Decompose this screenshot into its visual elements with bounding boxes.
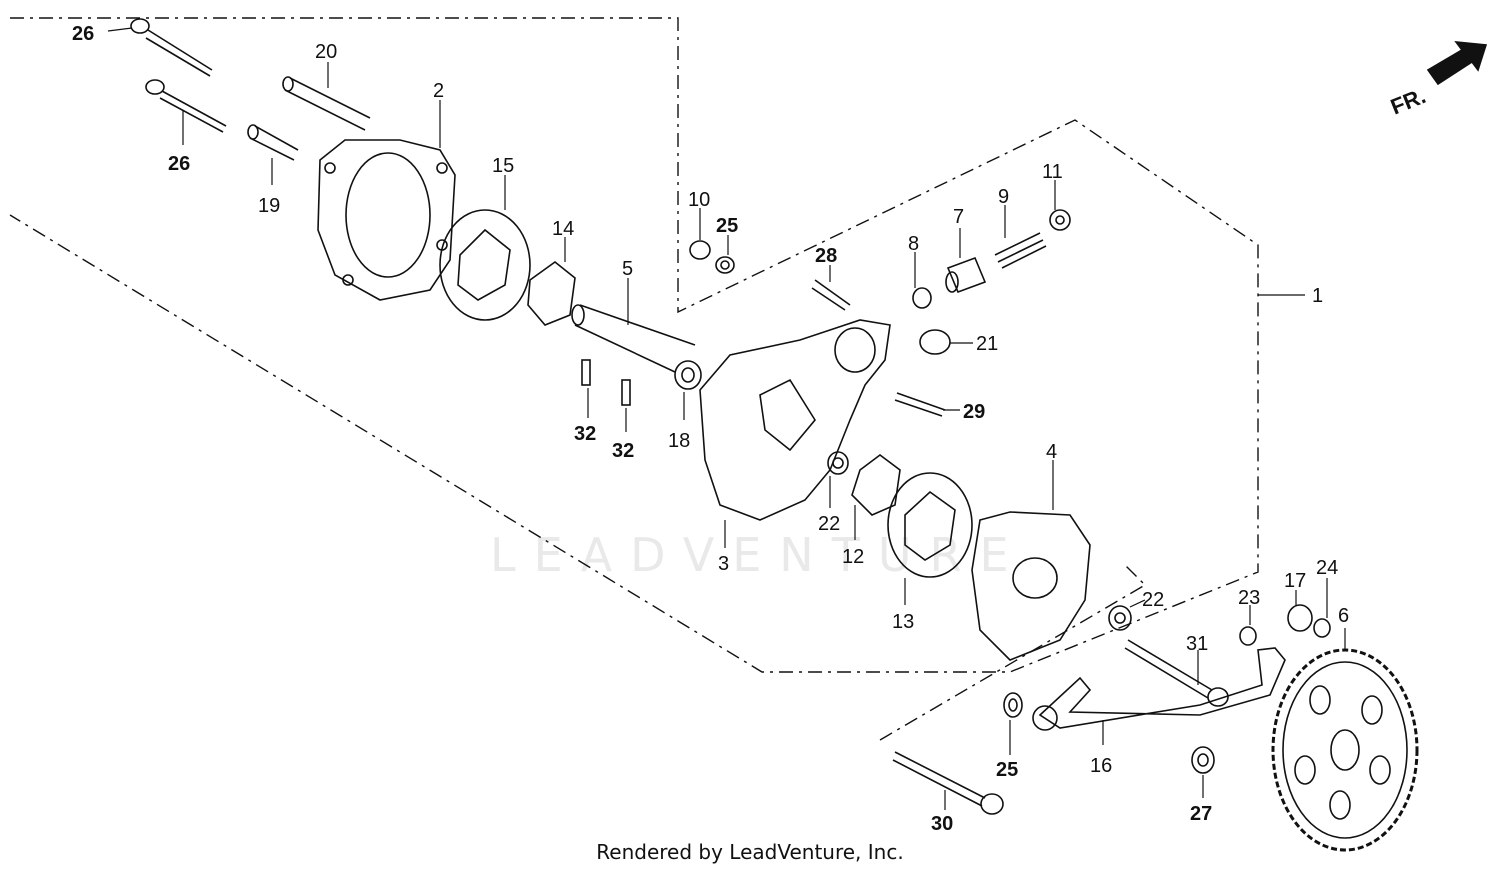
callout-18: 18 — [668, 430, 690, 452]
part-12-inner-rotor — [851, 454, 901, 516]
callout-22-b: 22 — [1142, 589, 1164, 611]
callout-30: 30 — [931, 813, 953, 835]
part-32-pin-b — [621, 379, 631, 406]
callout-2: 2 — [433, 80, 444, 102]
part-9-spring — [994, 232, 1047, 269]
part-16-drive-arm — [1032, 647, 1286, 731]
part-3-pump-body — [699, 319, 891, 521]
direction-label: FR. — [1387, 83, 1429, 119]
part-22-seal-b — [1108, 605, 1132, 631]
part-5-shaft — [571, 304, 696, 373]
callout-26-upper: 26 — [72, 23, 94, 45]
callout-16: 16 — [1090, 755, 1112, 777]
front-direction-arrow — [1426, 41, 1488, 86]
callout-31: 31 — [1186, 633, 1208, 655]
part-31-bolt — [1124, 639, 1229, 707]
callout-23: 23 — [1238, 587, 1260, 609]
callout-29: 29 — [963, 401, 985, 423]
callout-8: 8 — [908, 233, 919, 255]
callout-9: 9 — [998, 186, 1009, 208]
part-25-washer — [715, 256, 735, 274]
part-7-plunger — [945, 256, 987, 294]
callout-5: 5 — [622, 258, 633, 280]
callout-7: 7 — [953, 206, 964, 228]
part-24-washer — [1313, 618, 1331, 638]
callout-1: 1 — [1312, 285, 1323, 307]
callout-28: 28 — [815, 245, 837, 267]
footer-credit: Rendered by LeadVenture, Inc. — [596, 840, 904, 864]
part-6-sprocket — [1271, 648, 1419, 852]
part-22-seal-a — [827, 451, 849, 475]
part-4-cover — [971, 511, 1091, 661]
callout-10: 10 — [688, 189, 710, 211]
part-25-washer-lower — [1003, 692, 1023, 718]
part-20-pin — [282, 76, 371, 131]
part-15-outer-rotor — [439, 209, 531, 321]
part-23-washer — [1239, 626, 1257, 646]
callout-6: 6 — [1338, 605, 1349, 627]
callout-11: 11 — [1042, 161, 1063, 183]
callout-3: 3 — [718, 553, 729, 575]
callout-25: 25 — [716, 215, 738, 237]
part-29-pin — [894, 392, 946, 417]
part-27-nut — [1191, 746, 1215, 774]
part-32-pin-a — [581, 359, 591, 386]
callout-4: 4 — [1046, 441, 1057, 463]
callout-17: 17 — [1284, 570, 1306, 592]
callout-13: 13 — [892, 611, 914, 633]
leader-lines — [107, 27, 1346, 810]
part-17-collar — [1287, 604, 1313, 632]
callout-27: 27 — [1190, 803, 1212, 825]
part-28-cotter-pin — [811, 279, 851, 311]
callout-labels: 26 26 20 19 2 15 14 5 10 25 32 32 18 3 2… — [72, 23, 1429, 835]
callout-21: 21 — [976, 333, 998, 355]
callout-20: 20 — [315, 41, 337, 63]
part-30-bolt — [892, 751, 1004, 815]
part-26-bolt-upper — [130, 18, 213, 77]
assembly-outline — [9, 17, 1259, 741]
callout-32-b: 32 — [612, 440, 634, 462]
part-13-outer-rotor — [887, 472, 973, 578]
part-11-washer — [1049, 209, 1071, 231]
part-10-cap — [689, 240, 711, 260]
part-19-pin — [247, 124, 299, 161]
callout-15: 15 — [492, 155, 514, 177]
watermark: LEADVENTURE — [490, 528, 1027, 582]
callout-25-lower: 25 — [996, 759, 1018, 781]
callout-22-a: 22 — [818, 513, 840, 535]
callout-26-lower: 26 — [168, 153, 190, 175]
part-8-nut — [912, 287, 932, 309]
part-14-inner-rotor — [527, 260, 576, 326]
callout-32-a: 32 — [574, 423, 596, 445]
callout-19: 19 — [258, 195, 280, 217]
part-2-cover — [317, 139, 456, 301]
callout-14: 14 — [552, 218, 574, 240]
callout-24: 24 — [1316, 557, 1338, 579]
part-26-bolt-lower — [145, 79, 227, 133]
part-21-plug — [919, 329, 951, 355]
callout-12: 12 — [842, 546, 864, 568]
part-18-washer — [674, 360, 702, 390]
